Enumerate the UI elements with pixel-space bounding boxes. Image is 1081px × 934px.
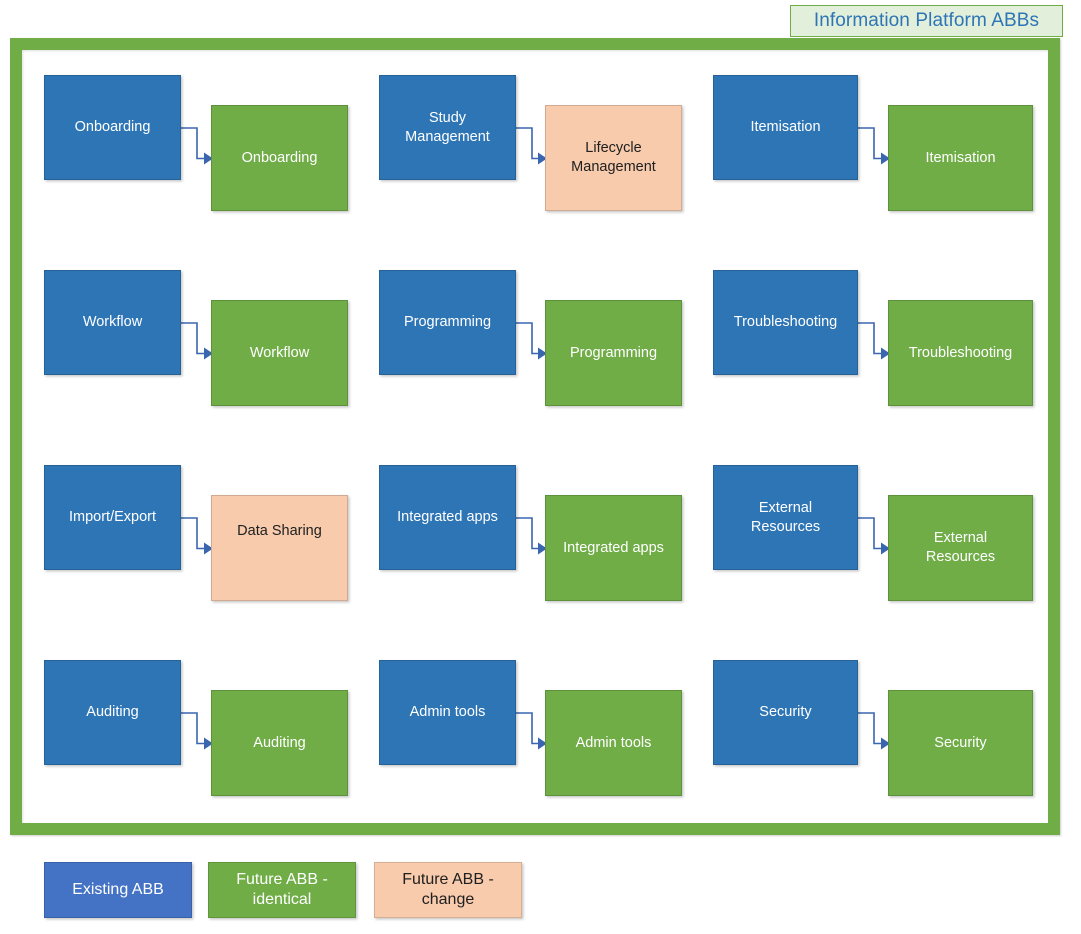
node-label: Onboarding — [241, 149, 318, 166]
legend-item-identical: Future ABB - identical — [208, 862, 356, 918]
node-label: Admin tools — [409, 704, 486, 721]
diagram-title: Information Platform ABBs — [813, 10, 1040, 31]
node-label: Itemisation — [925, 149, 996, 166]
node-label: Security — [759, 704, 812, 721]
target-node-r3c2[interactable]: Integrated apps — [545, 495, 682, 601]
node-label: Itemisation — [750, 119, 821, 136]
node-label: Data Sharing — [237, 523, 322, 539]
node-label: External Resources — [925, 530, 996, 565]
source-node-r4c1[interactable]: Auditing — [44, 660, 181, 765]
target-node-r3c3[interactable]: External Resources — [888, 495, 1033, 601]
source-node-r3c2[interactable]: Integrated apps — [379, 465, 516, 570]
node-label: Troubleshooting — [908, 344, 1013, 361]
node-label: Workflow — [249, 344, 310, 361]
node-label: Admin tools — [575, 734, 652, 751]
node-label: Integrated apps — [563, 539, 664, 556]
node-label: Security — [934, 734, 987, 751]
node-label: Auditing — [86, 704, 139, 721]
target-node-r2c2[interactable]: Programming — [545, 300, 682, 406]
target-node-r4c2[interactable]: Admin tools — [545, 690, 682, 796]
node-label: Study Management — [405, 109, 490, 145]
target-node-r1c2[interactable]: Lifecycle Management — [545, 105, 682, 211]
node-label: Workflow — [82, 314, 143, 331]
target-node-r1c1[interactable]: Onboarding — [211, 105, 348, 211]
target-node-r2c3[interactable]: Troubleshooting — [888, 300, 1033, 406]
node-label: Auditing — [253, 734, 306, 751]
diagram-title-chip: Information Platform ABBs — [790, 5, 1063, 37]
node-label: Integrated apps — [397, 509, 498, 526]
source-node-r1c1[interactable]: Onboarding — [44, 75, 181, 180]
source-node-r3c1[interactable]: Import/Export — [44, 465, 181, 570]
target-node-r3c1[interactable]: Data Sharing — [211, 495, 348, 601]
node-label: Import/Export — [68, 509, 157, 526]
target-node-r1c3[interactable]: Itemisation — [888, 105, 1033, 211]
source-node-r4c2[interactable]: Admin tools — [379, 660, 516, 765]
diagram-frame — [10, 38, 1060, 835]
node-label: External Resources — [750, 499, 821, 535]
source-node-r3c3[interactable]: External Resources — [713, 465, 858, 570]
node-label: Programming — [569, 344, 658, 361]
source-node-r4c3[interactable]: Security — [713, 660, 858, 765]
node-label: Troubleshooting — [733, 314, 838, 331]
diagram-frame-interior — [22, 50, 1048, 823]
node-label: Lifecycle Management — [571, 140, 656, 175]
legend-item-change: Future ABB - change — [374, 862, 522, 918]
node-label: Programming — [403, 314, 492, 331]
target-node-r4c1[interactable]: Auditing — [211, 690, 348, 796]
target-node-r4c3[interactable]: Security — [888, 690, 1033, 796]
target-node-r2c1[interactable]: Workflow — [211, 300, 348, 406]
source-node-r1c3[interactable]: Itemisation — [713, 75, 858, 180]
source-node-r2c3[interactable]: Troubleshooting — [713, 270, 858, 375]
node-label: Onboarding — [74, 119, 151, 136]
source-node-r1c2[interactable]: Study Management — [379, 75, 516, 180]
source-node-r2c1[interactable]: Workflow — [44, 270, 181, 375]
legend-item-existing: Existing ABB — [44, 862, 192, 918]
source-node-r2c2[interactable]: Programming — [379, 270, 516, 375]
